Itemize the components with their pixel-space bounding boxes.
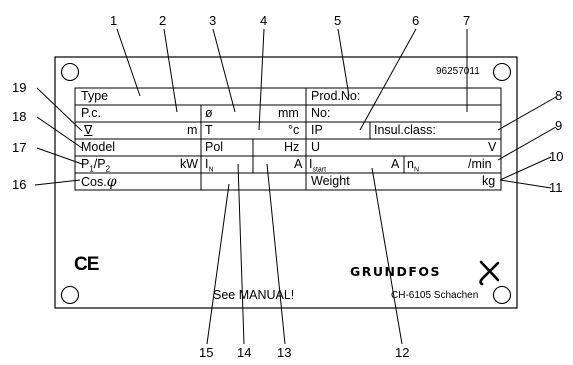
hz-unit: Hz: [284, 140, 300, 154]
cos-label: Cos.φ: [81, 174, 117, 190]
prod-no-label: Prod.No:: [311, 89, 361, 103]
per-min-unit: /min: [468, 157, 492, 171]
v-unit: V: [488, 140, 497, 154]
callout-3: 3: [209, 13, 217, 28]
degc-unit: °c: [288, 123, 300, 137]
callout-4: 4: [260, 13, 268, 28]
callout-8: 8: [555, 88, 563, 103]
temperature-label: T: [205, 123, 213, 137]
callout-6: 6: [412, 13, 420, 28]
no-label: No:: [311, 106, 331, 120]
callout-11: 11: [549, 180, 563, 195]
type-label: Type: [81, 89, 109, 103]
mount-hole-top-left: [60, 62, 80, 82]
callout-14: 14: [237, 345, 252, 360]
nn-label: nN: [407, 157, 420, 174]
callout-7: 7: [463, 13, 471, 28]
callout-13: 13: [277, 345, 292, 360]
callout-10: 10: [549, 149, 564, 164]
data-table-grid: [74, 87, 502, 191]
pol-label: Pol: [205, 140, 224, 154]
mount-hole-top-right: [492, 62, 512, 82]
callout-1: 1: [110, 13, 118, 28]
u-label: U: [311, 140, 321, 154]
callout-12: 12: [395, 345, 410, 360]
weight-label: Weight: [311, 174, 350, 188]
pc-label: P.c.: [81, 106, 101, 120]
mount-hole-bottom-left: [60, 285, 80, 305]
see-manual-text: See MANUAL!: [213, 288, 295, 302]
callout-18: 18: [12, 109, 27, 124]
in-label: IN: [205, 157, 214, 174]
m-unit: m: [187, 123, 198, 137]
ip-label: IP: [311, 123, 323, 137]
insul-class-label: Insul.class:: [374, 123, 436, 137]
serial-number: 96257011: [436, 66, 480, 77]
kg-unit: kg: [482, 174, 496, 188]
mm-unit: mm: [278, 106, 299, 120]
leader-lines: [34, 28, 557, 345]
callout-9: 9: [555, 118, 563, 133]
model-label: Model: [81, 140, 116, 154]
callout-17: 17: [12, 140, 27, 155]
istart-label: Istart: [309, 157, 327, 174]
callout-19: 19: [12, 80, 27, 95]
callout-2: 2: [159, 13, 167, 28]
callout-5: 5: [334, 13, 342, 28]
mount-hole-bottom-right: [492, 285, 512, 305]
callout-16: 16: [12, 177, 27, 192]
address-text: CH-6105 Schachen: [391, 290, 479, 301]
head-triangle-icon: ∇: [84, 123, 93, 137]
kw-unit: kW: [180, 157, 199, 171]
grundfos-logo-mark-icon: [479, 260, 500, 286]
diameter-label: ø: [205, 106, 213, 120]
callout-15: 15: [199, 345, 214, 360]
a-unit-2: A: [391, 157, 400, 171]
plate-outline: [54, 56, 518, 309]
a-unit-1: A: [294, 157, 303, 171]
ce-mark: CE: [74, 254, 99, 275]
grundfos-brand: GRUNDFOS: [350, 264, 442, 279]
p1-p2-label: P1/P2: [81, 157, 111, 174]
